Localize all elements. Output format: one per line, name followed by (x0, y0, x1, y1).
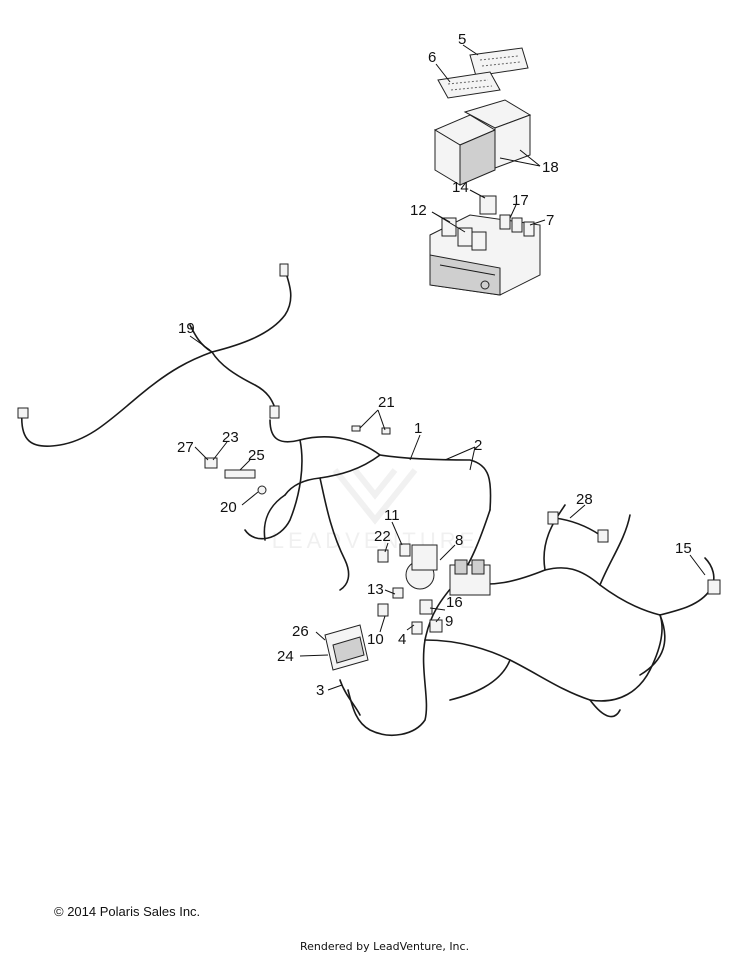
callout-20: 20 (220, 499, 237, 516)
cable-28 (547, 511, 609, 543)
callout-12: 12 (410, 202, 427, 219)
callout-24: 24 (277, 648, 294, 665)
fastener-20 (257, 485, 267, 495)
watermark: LEADVENTURE (272, 468, 479, 553)
callout-22: 22 (374, 528, 391, 545)
callout-13: 13 (367, 581, 384, 598)
callout-8: 8 (455, 532, 463, 549)
callout-21: 21 (378, 394, 395, 411)
ecu-24 (324, 624, 369, 671)
connector-11 (399, 543, 411, 557)
harness-19 (17, 263, 292, 447)
fuse-box-cover-18 (433, 99, 532, 186)
callout-labels: 5 6 18 14 12 17 7 19 21 1 2 27 23 25 20 … (177, 31, 692, 699)
callout-6: 6 (428, 49, 436, 66)
callout-17: 17 (512, 192, 529, 209)
callout-5: 5 (458, 31, 466, 48)
callout-2: 2 (474, 437, 482, 454)
fuse-box-label-6 (437, 71, 501, 99)
callout-16: 16 (446, 594, 463, 611)
harness-3 (339, 679, 361, 716)
connector-22 (377, 549, 389, 563)
callout-14: 14 (452, 179, 469, 196)
connector-15 (707, 579, 721, 595)
clip-25 (224, 469, 256, 479)
callout-28: 28 (576, 491, 593, 508)
fuse-box-label-5 (469, 47, 529, 77)
fuse-relay-box (429, 195, 541, 296)
connector-9 (429, 619, 443, 633)
callout-1: 1 (414, 420, 422, 437)
callout-19: 19 (178, 320, 195, 337)
callout-23: 23 (222, 429, 239, 446)
callout-3: 3 (316, 682, 324, 699)
callout-25: 25 (248, 447, 265, 464)
callout-26: 26 (292, 623, 309, 640)
module-8 (405, 544, 491, 596)
leader-lines (189, 44, 706, 691)
main-harness-2 (347, 504, 715, 736)
callout-27: 27 (177, 439, 194, 456)
callout-15: 15 (675, 540, 692, 557)
main-harness-1 (244, 419, 492, 641)
copyright-text: © 2014 Polaris Sales Inc. (54, 904, 201, 919)
connector-10 (377, 603, 389, 617)
callout-18: 18 (542, 159, 559, 176)
fastener-21a (351, 425, 361, 432)
connector-16 (419, 599, 433, 615)
callout-7: 7 (546, 212, 554, 229)
watermark-text: LEADVENTURE (272, 528, 479, 553)
bracket-27 (204, 457, 218, 469)
callout-11: 11 (384, 507, 400, 524)
callout-10: 10 (367, 631, 384, 648)
callout-9: 9 (445, 613, 453, 630)
fastener-21b (381, 427, 391, 435)
connector-4 (411, 621, 423, 635)
callout-4: 4 (398, 631, 406, 648)
connector-13 (392, 587, 404, 599)
rendered-by-text: Rendered by LeadVenture, Inc. (300, 940, 470, 953)
